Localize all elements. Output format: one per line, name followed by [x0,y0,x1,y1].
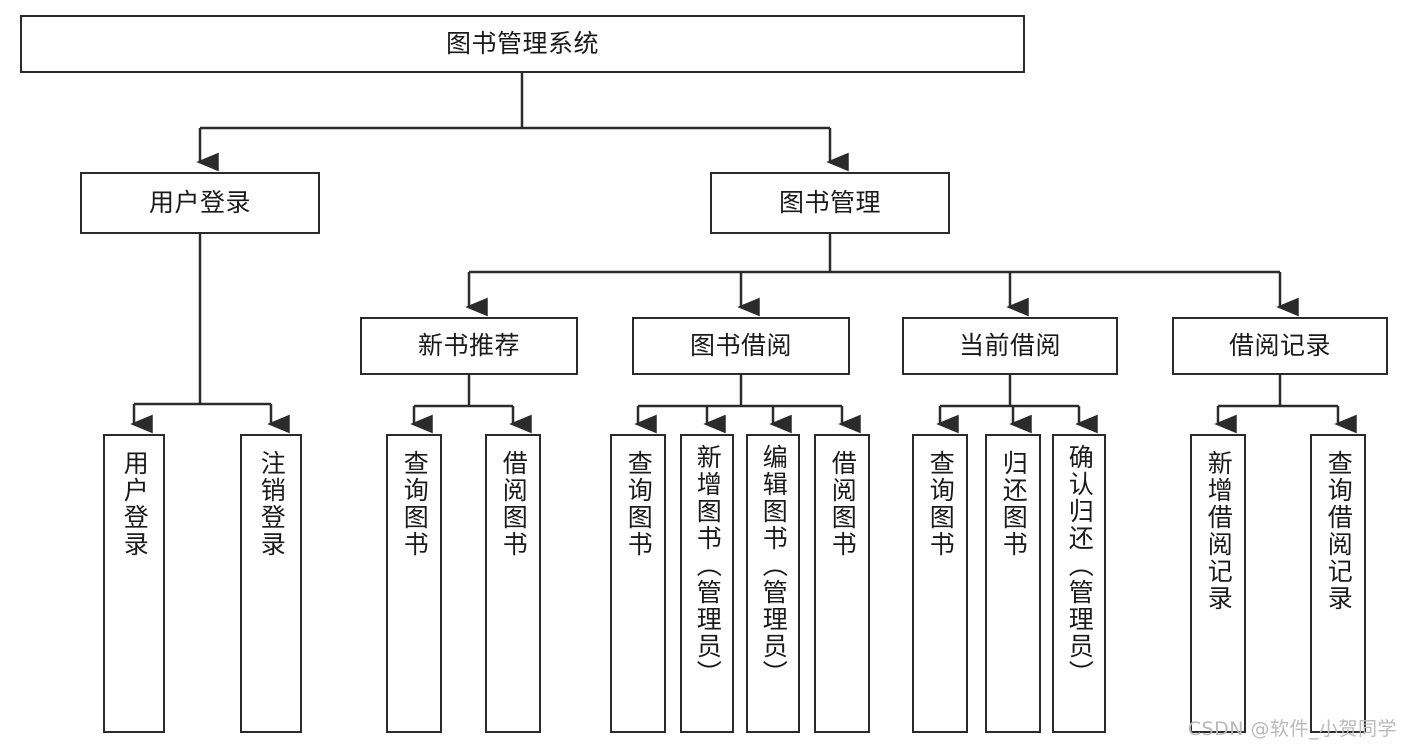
watermark-text: CSDN @软件_小贺同学 [1187,718,1397,740]
node-leaf-user-logout[interactable]: 注销登录 [240,434,302,733]
node-leaf-query-book-3[interactable]: 查询图书 [912,434,968,733]
node-leaf-user-login[interactable]: 用户登录 [103,434,165,733]
node-user-login-label: 用户登录 [148,188,251,217]
node-leaf-add-book[interactable]: 新增图书（管理员） [680,434,734,733]
node-leaf-query-record[interactable]: 查询借阅记录 [1310,434,1366,733]
node-current-borrow[interactable]: 当前借阅 [902,317,1118,375]
node-leaf-query-book-2[interactable]: 查询图书 [610,434,666,733]
node-current-borrow-label: 当前借阅 [958,331,1061,360]
node-leaf-borrow-book-2[interactable]: 借阅图书 [814,434,870,733]
node-leaf-borrow-book-1-label: 借阅图书 [499,450,529,558]
node-user-login[interactable]: 用户登录 [80,172,320,234]
node-leaf-user-login-label: 用户登录 [120,450,150,558]
node-leaf-query-book-2-label: 查询图书 [624,450,654,558]
node-book-manage[interactable]: 图书管理 [710,172,950,234]
node-leaf-query-book-3-label: 查询图书 [926,450,956,558]
node-new-book-rec-label: 新书推荐 [417,331,520,360]
node-leaf-query-record-label: 查询借阅记录 [1324,450,1354,612]
node-leaf-confirm-return-label: 确认归还（管理员） [1065,444,1095,687]
node-leaf-query-book-1-label: 查询图书 [400,450,430,558]
node-borrow-record[interactable]: 借阅记录 [1172,317,1388,375]
node-leaf-user-logout-label: 注销登录 [257,450,287,558]
node-leaf-confirm-return[interactable]: 确认归还（管理员） [1052,434,1106,733]
node-book-manage-label: 图书管理 [778,188,881,217]
node-leaf-return-book-label: 归还图书 [999,450,1029,558]
node-leaf-borrow-book-1[interactable]: 借阅图书 [485,434,541,733]
node-leaf-edit-book[interactable]: 编辑图书（管理员） [746,434,800,733]
node-leaf-add-record[interactable]: 新增借阅记录 [1190,434,1246,733]
node-leaf-edit-book-label: 编辑图书（管理员） [759,444,789,687]
node-new-book-rec[interactable]: 新书推荐 [360,317,578,375]
node-borrow-record-label: 借阅记录 [1228,331,1331,360]
node-root-label: 图书管理系统 [445,29,599,58]
node-book-borrow-label: 图书借阅 [689,331,792,360]
node-leaf-query-book-1[interactable]: 查询图书 [386,434,442,733]
node-leaf-add-record-label: 新增借阅记录 [1204,450,1234,612]
node-root[interactable]: 图书管理系统 [20,15,1025,73]
node-book-borrow[interactable]: 图书借阅 [632,317,850,375]
node-leaf-borrow-book-2-label: 借阅图书 [828,450,858,558]
node-leaf-return-book[interactable]: 归还图书 [985,434,1041,733]
node-leaf-add-book-label: 新增图书（管理员） [693,444,723,687]
